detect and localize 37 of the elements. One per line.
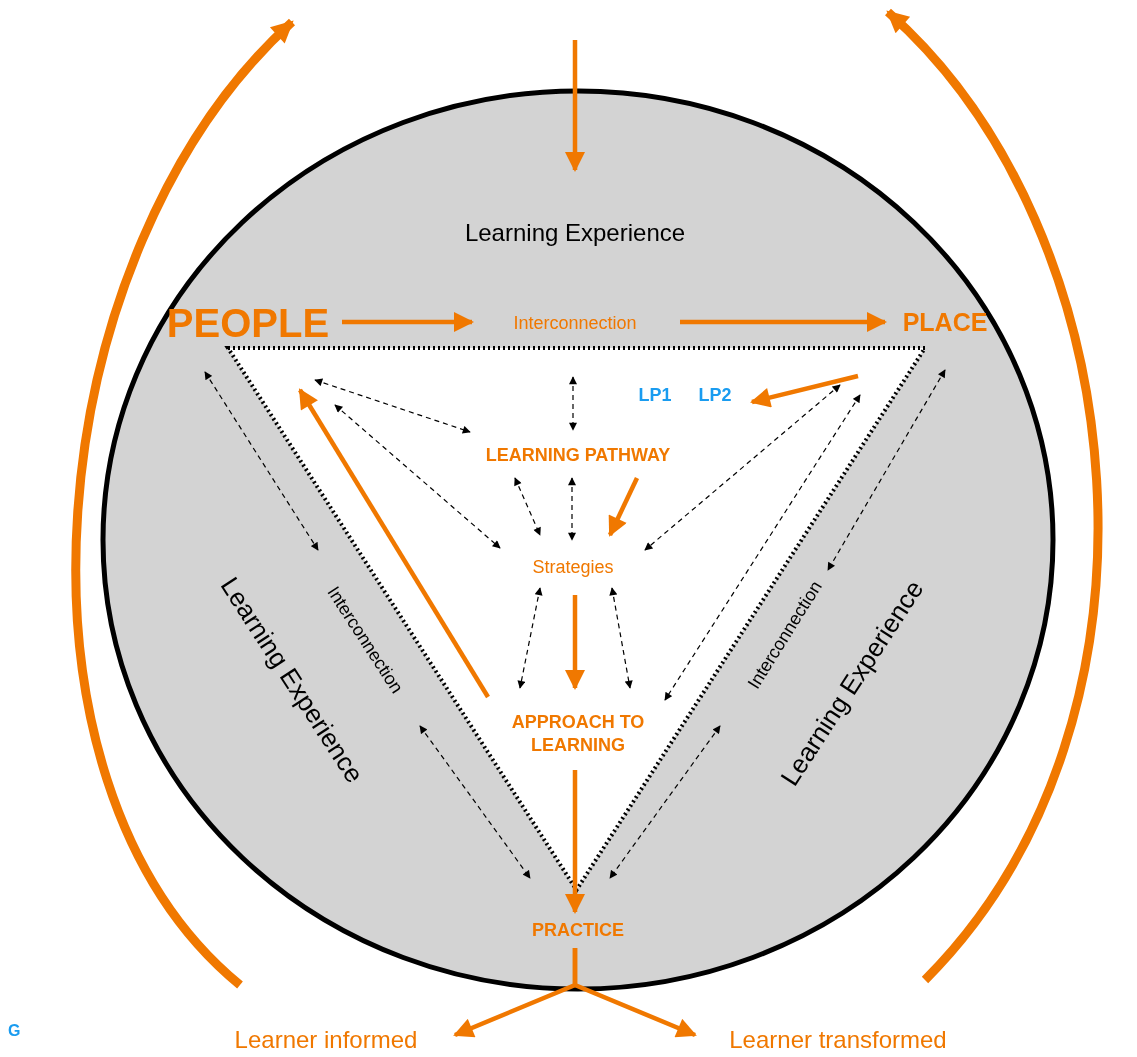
tag-label: G [8, 1022, 21, 1040]
dashed-double-arrow [609, 725, 721, 879]
arrow [750, 373, 859, 408]
arrow [565, 595, 585, 690]
arrow [72, 18, 296, 989]
node-label: Learner transformed [729, 1025, 947, 1055]
dashed-double-arrow [569, 376, 577, 431]
dashed-double-arrow [644, 384, 841, 551]
dashed-double-arrow [314, 378, 471, 434]
heading-label: APPROACH TO LEARNING [503, 710, 653, 756]
heading-label: PEOPLE [166, 298, 330, 348]
arrow [607, 477, 640, 537]
dashed-double-arrow [517, 587, 543, 689]
dashed-double-arrow [568, 477, 576, 541]
node-label: Interconnection [513, 311, 637, 335]
dashed-double-arrow [204, 371, 319, 551]
heading-label: LEARNING PATHWAY [485, 443, 671, 467]
node-label: Learner informed [234, 1025, 418, 1055]
heading-label: PLACE [902, 307, 988, 339]
node-label: Learning Experience [464, 218, 686, 248]
dashed-double-arrow [334, 404, 501, 549]
arrow [572, 948, 697, 1038]
dashed-double-arrow [609, 587, 633, 689]
arrow [565, 770, 585, 914]
dashed-double-arrow [664, 394, 861, 701]
node-label: Strategies [532, 555, 614, 579]
dashed-double-arrow [514, 477, 541, 536]
heading-label: PRACTICE [532, 918, 624, 942]
arrow [565, 40, 585, 172]
arrow [342, 312, 474, 332]
tag-label: LP2 [698, 384, 732, 406]
tag-label: LP1 [638, 384, 672, 406]
dashed-double-arrow [827, 369, 946, 571]
arrow [298, 388, 490, 699]
dashed-double-arrow [419, 725, 531, 879]
arrow [884, 8, 1102, 983]
arrow [680, 312, 887, 332]
